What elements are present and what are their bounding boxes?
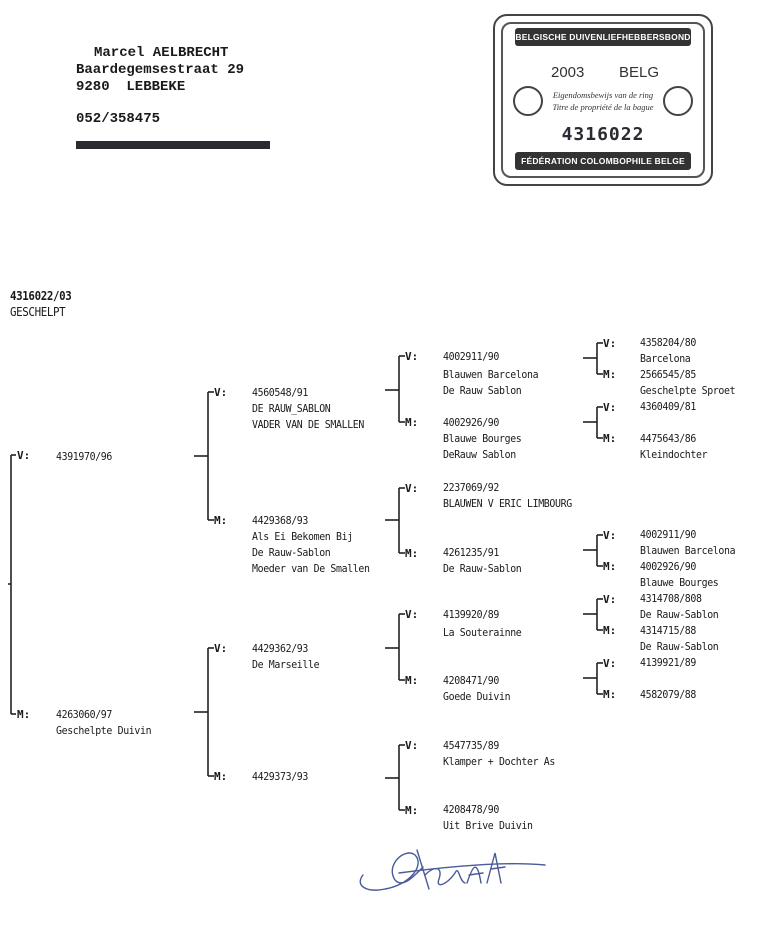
label-father: V: — [214, 386, 228, 399]
mmv-line1: Klamper + Dochter As — [443, 755, 556, 768]
label-father: V: — [603, 657, 617, 670]
mother-ring: 4263060/97 — [56, 708, 113, 721]
ring-certificate: BELGISCHE DUIVENLIEFHEBBERSBOND 2003 BEL… — [493, 14, 713, 186]
certificate-ring-number: 4316022 — [561, 124, 645, 145]
g5m-ring: 4582079/88 — [640, 688, 697, 701]
g3v-line1: Blauwen Barcelona — [640, 544, 736, 557]
vvv-line1: Blauwen Barcelona — [443, 368, 539, 381]
certificate-line1: Eigendomsbewijs van de ring — [552, 90, 654, 100]
vvm-ring: 4002926/90 — [443, 416, 500, 429]
signature — [359, 849, 546, 891]
certificate-year: 2003 — [551, 64, 585, 81]
vmv-line1: BLAUWEN V ERIC LIMBOURG — [443, 497, 572, 510]
mvm-ring: 4208471/90 — [443, 674, 500, 687]
vmv-ring: 2237069/92 — [443, 481, 500, 494]
mmm-ring: 4208478/90 — [443, 803, 500, 816]
label-mother: M: — [603, 432, 617, 445]
label-father: V: — [603, 337, 617, 350]
owner-city: 9280 LEBBEKE — [76, 79, 186, 95]
owner-phone: 052/358475 — [76, 111, 161, 127]
label-father: V: — [603, 401, 617, 414]
certificate-line2: Titre de propriété de la bague — [552, 102, 654, 112]
owner-street: Baardegemsestraat 29 — [76, 62, 245, 78]
mm-ring: 4429373/93 — [252, 770, 309, 783]
label-father: V: — [603, 593, 617, 606]
vv-ring: 4560548/91 — [252, 386, 309, 399]
subject-ring: 4316022/03 — [10, 289, 72, 303]
label-mother: M: — [603, 624, 617, 637]
label-father: V: — [405, 739, 419, 752]
mvv-line1: La Souterainne — [443, 626, 522, 639]
g4v-ring: 4314708/808 — [640, 592, 702, 605]
certificate-top-ribbon: BELGISCHE DUIVENLIEFHEBBERSBOND — [515, 28, 691, 46]
crown-icon — [663, 86, 693, 116]
vv-line1: DE RAUW_SABLON — [252, 402, 331, 415]
vvm-line2: DeRauw Sablon — [443, 448, 516, 461]
mother-name: Geschelpte Duivin — [56, 724, 152, 737]
label-father: V: — [405, 350, 419, 363]
mv-ring: 4429362/93 — [252, 642, 309, 655]
vmm-ring: 4261235/91 — [443, 546, 500, 559]
mvm-line1: Goede Duivin — [443, 690, 511, 703]
g3v-ring: 4002911/90 — [640, 528, 697, 541]
label-father: V: — [603, 529, 617, 542]
owner-name: Marcel AELBRECHT — [94, 45, 229, 61]
label-mother: M: — [405, 416, 419, 429]
label-mother: M: — [405, 804, 419, 817]
g1m-ring: 2566545/85 — [640, 368, 697, 381]
g3m-ring: 4002926/90 — [640, 560, 697, 573]
vv-line2: VADER VAN DE SMALLEN — [252, 418, 365, 431]
vm-line1: Als Ei Bekomen Bij — [252, 530, 353, 543]
g4v-line1: De Rauw-Sablon — [640, 608, 719, 621]
label-mother: M: — [603, 688, 617, 701]
subject-color: GESCHELPT — [10, 305, 66, 319]
vvm-line1: Blauwe Bourges — [443, 432, 522, 445]
g5v-ring: 4139921/89 — [640, 656, 697, 669]
vvv-line2: De Rauw Sablon — [443, 384, 522, 397]
label-father: V: — [17, 449, 31, 462]
header-bar — [76, 141, 270, 149]
g2m-line1: Kleindochter — [640, 448, 708, 461]
medal-icon — [513, 86, 543, 116]
vm-line2: De Rauw-Sablon — [252, 546, 331, 559]
g1v-line1: Barcelona — [640, 352, 691, 365]
vvv-ring: 4002911/90 — [443, 350, 500, 363]
certificate-bottom-ribbon: FÉDÉRATION COLOMBOPHILE BELGE — [515, 152, 691, 170]
label-mother: M: — [17, 708, 31, 721]
mv-line1: De Marseille — [252, 658, 320, 671]
label-father: V: — [405, 482, 419, 495]
label-father: V: — [214, 642, 228, 655]
vmm-line1: De Rauw-Sablon — [443, 562, 522, 575]
g1v-ring: 4358204/80 — [640, 336, 697, 349]
label-father: V: — [405, 608, 419, 621]
label-mother: M: — [603, 368, 617, 381]
vm-ring: 4429368/93 — [252, 514, 309, 527]
father-ring: 4391970/96 — [56, 450, 113, 463]
certificate-inner-border — [501, 22, 705, 178]
mmv-ring: 4547735/89 — [443, 739, 500, 752]
g2m-ring: 4475643/86 — [640, 432, 697, 445]
g4m-ring: 4314715/88 — [640, 624, 697, 637]
label-mother: M: — [214, 770, 228, 783]
g2v-ring: 4360409/81 — [640, 400, 697, 413]
label-mother: M: — [405, 547, 419, 560]
g1m-line1: Geschelpte Sproet — [640, 384, 736, 397]
g4m-line1: De Rauw-Sablon — [640, 640, 719, 653]
label-mother: M: — [214, 514, 228, 527]
mvv-ring: 4139920/89 — [443, 608, 500, 621]
label-mother: M: — [603, 560, 617, 573]
g3m-line1: Blauwe Bourges — [640, 576, 719, 589]
vm-line3: Moeder van De Smallen — [252, 562, 370, 575]
certificate-country: BELG — [619, 64, 660, 81]
mmm-line1: Uit Brive Duivin — [443, 819, 533, 832]
label-mother: M: — [405, 674, 419, 687]
